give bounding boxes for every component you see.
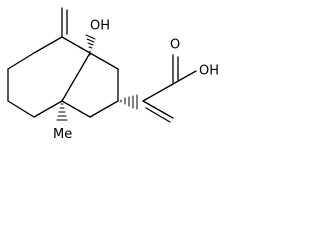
bond-c6-c4a	[61, 100, 91, 118]
methyl-label: Me	[53, 127, 72, 142]
exocyclic-methylene	[61, 7, 68, 38]
hashed-bond-hydroxyl	[85, 34, 96, 56]
acid-hydroxyl-label: OH	[199, 64, 219, 79]
bond-alpha-methylene-a	[142, 100, 174, 119]
bond-alpha-carboxyl	[142, 83, 174, 102]
bond-carboxyl-oh	[172, 70, 197, 85]
hashed-bond-sidechain	[120, 94, 138, 110]
bond-c1-c8a	[61, 36, 91, 54]
chemical-structure: OH Me O OH	[7, 7, 219, 142]
ring-fusion-bonds	[61, 36, 91, 102]
hydroxyl-label: OH	[90, 19, 110, 34]
acrylic-acid-group	[142, 54, 197, 123]
bond-c4-c5	[7, 100, 35, 118]
right-ring-bonds	[61, 52, 119, 118]
methyl-text: Me	[53, 127, 72, 142]
left-ring-bonds	[7, 36, 63, 118]
bond-alpha-methylene-b	[145, 107, 171, 123]
bond-c2-c3	[7, 52, 35, 70]
bond-c5-c4a	[33, 100, 63, 118]
bond-c8a-c4a	[61, 52, 91, 102]
bond-c8a-c8	[89, 52, 119, 70]
hashed-bond-methyl	[56, 103, 68, 121]
carbonyl-oxygen-label: O	[170, 38, 180, 53]
bond-c1-c2	[33, 36, 63, 54]
bond-c7-c6	[89, 100, 119, 118]
